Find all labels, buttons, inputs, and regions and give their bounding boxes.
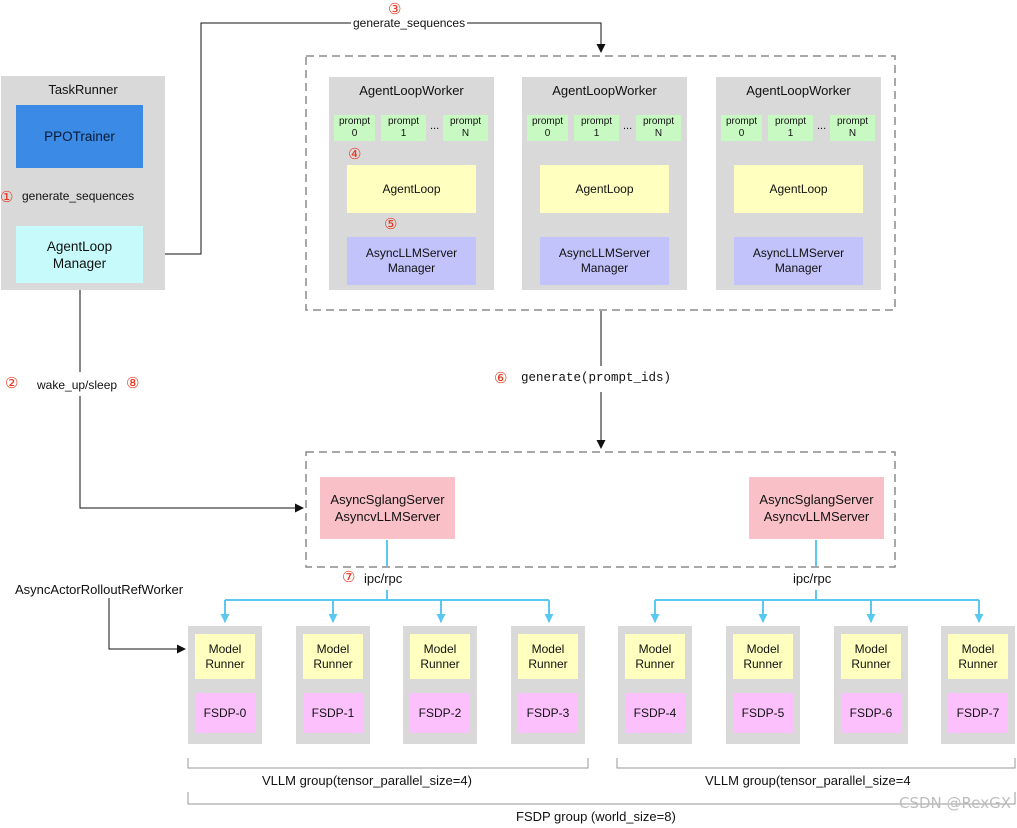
fsdp-box: FSDP-2 xyxy=(410,693,470,733)
step-3-marker: ③ xyxy=(388,1,402,18)
async-server-box-left: AsyncSglangServer AsyncvLLMServer xyxy=(320,477,455,539)
step-1-marker: ① xyxy=(0,189,14,206)
prompt-0: prompt 0 xyxy=(334,115,375,141)
prompt-1: prompt 1 xyxy=(574,115,619,141)
model-runner-box: Model Runner xyxy=(410,634,470,679)
model-runner-box: Model Runner xyxy=(841,634,901,679)
agent-loop-box: AgentLoop xyxy=(347,165,476,213)
edge-manager-to-workers xyxy=(144,22,606,255)
prompt-0: prompt 0 xyxy=(527,115,568,141)
prompt-n: prompt N xyxy=(443,115,488,141)
generate-prompt-ids-label: generate(prompt_ids) xyxy=(521,371,672,385)
agent-loop-worker-title: AgentLoopWorker xyxy=(746,83,851,98)
fsdp-box: FSDP-4 xyxy=(625,693,685,733)
async-server-box-right: AsyncSglangServer AsyncvLLMServer xyxy=(749,477,884,539)
prompt-ellipsis: ... xyxy=(430,120,440,132)
vllm-bracket-left xyxy=(187,758,589,769)
fsdp-box: FSDP-3 xyxy=(518,693,578,733)
ipc-fanout-left xyxy=(220,540,554,623)
vllm-group-left-label: VLLM group(tensor_parallel_size=4) xyxy=(262,773,472,788)
prompt-n: prompt N xyxy=(830,115,875,141)
fsdp-group-label: FSDP group (world_size=8) xyxy=(516,809,676,824)
step-2-marker: ② xyxy=(5,375,19,392)
step-5-marker: ⑤ xyxy=(384,216,398,233)
agent-loop-box: AgentLoop xyxy=(734,165,863,213)
async-llm-server-manager-box: AsyncLLMServer Manager xyxy=(734,237,863,285)
vllm-group-right-label: VLLM group(tensor_parallel_size=4 xyxy=(705,773,911,788)
async-llm-server-manager-box: AsyncLLMServer Manager xyxy=(347,237,476,285)
agent-loop-worker-title: AgentLoopWorker xyxy=(359,83,464,98)
agent-worker-group xyxy=(305,55,896,311)
async-llm-server-manager-box: AsyncLLMServer Manager xyxy=(540,237,669,285)
fsdp-box: FSDP-1 xyxy=(303,693,363,733)
prompt-1: prompt 1 xyxy=(381,115,426,141)
prompt-0: prompt 0 xyxy=(721,115,762,141)
fsdp-box: FSDP-5 xyxy=(733,693,793,733)
model-runner-box: Model Runner xyxy=(948,634,1008,679)
watermark: CSDN @RexGX xyxy=(898,794,1011,812)
ipc-rpc-label-right: ipc/rpc xyxy=(793,571,832,586)
agent-loop-manager-box: AgentLoop Manager xyxy=(16,226,143,283)
model-runner-box: Model Runner xyxy=(625,634,685,679)
agent-loop-box: AgentLoop xyxy=(540,165,669,213)
prompt-ellipsis: ... xyxy=(623,120,633,132)
prompt-n: prompt N xyxy=(636,115,681,141)
prompt-ellipsis: ... xyxy=(817,120,827,132)
model-runner-box: Model Runner xyxy=(518,634,578,679)
task-runner-title: TaskRunner xyxy=(48,82,118,97)
step-4-marker: ④ xyxy=(348,146,362,163)
prompt-1: prompt 1 xyxy=(768,115,813,141)
step-8-marker: ⑧ xyxy=(126,375,140,392)
step-7-marker: ⑦ xyxy=(342,569,356,586)
model-runner-box: Model Runner xyxy=(195,634,255,679)
ppo-trainer-box: PPOTrainer xyxy=(16,105,143,168)
ipc-fanout-right xyxy=(650,540,984,623)
edge-ref-worker xyxy=(108,598,186,654)
vllm-bracket-right xyxy=(616,758,1016,769)
step-6-marker: ⑥ xyxy=(494,370,508,387)
ref-worker-label: AsyncActorRolloutRefWorker xyxy=(15,582,184,597)
model-runner-box: Model Runner xyxy=(303,634,363,679)
agent-loop-worker-title: AgentLoopWorker xyxy=(552,83,657,98)
ipc-rpc-label-left: ipc/rpc xyxy=(364,571,403,586)
wake-sleep-label: wake_up/sleep xyxy=(37,378,118,392)
fsdp-bracket xyxy=(187,792,1016,805)
fsdp-box: FSDP-0 xyxy=(195,693,255,733)
top-call-label: generate_sequences xyxy=(351,16,468,30)
generate-sequences-label: generate_sequences xyxy=(22,189,135,203)
edge-wake-sleep-bottom xyxy=(79,396,304,513)
model-runner-box: Model Runner xyxy=(733,634,793,679)
fsdp-box: FSDP-6 xyxy=(841,693,901,733)
fsdp-box: FSDP-7 xyxy=(948,693,1008,733)
